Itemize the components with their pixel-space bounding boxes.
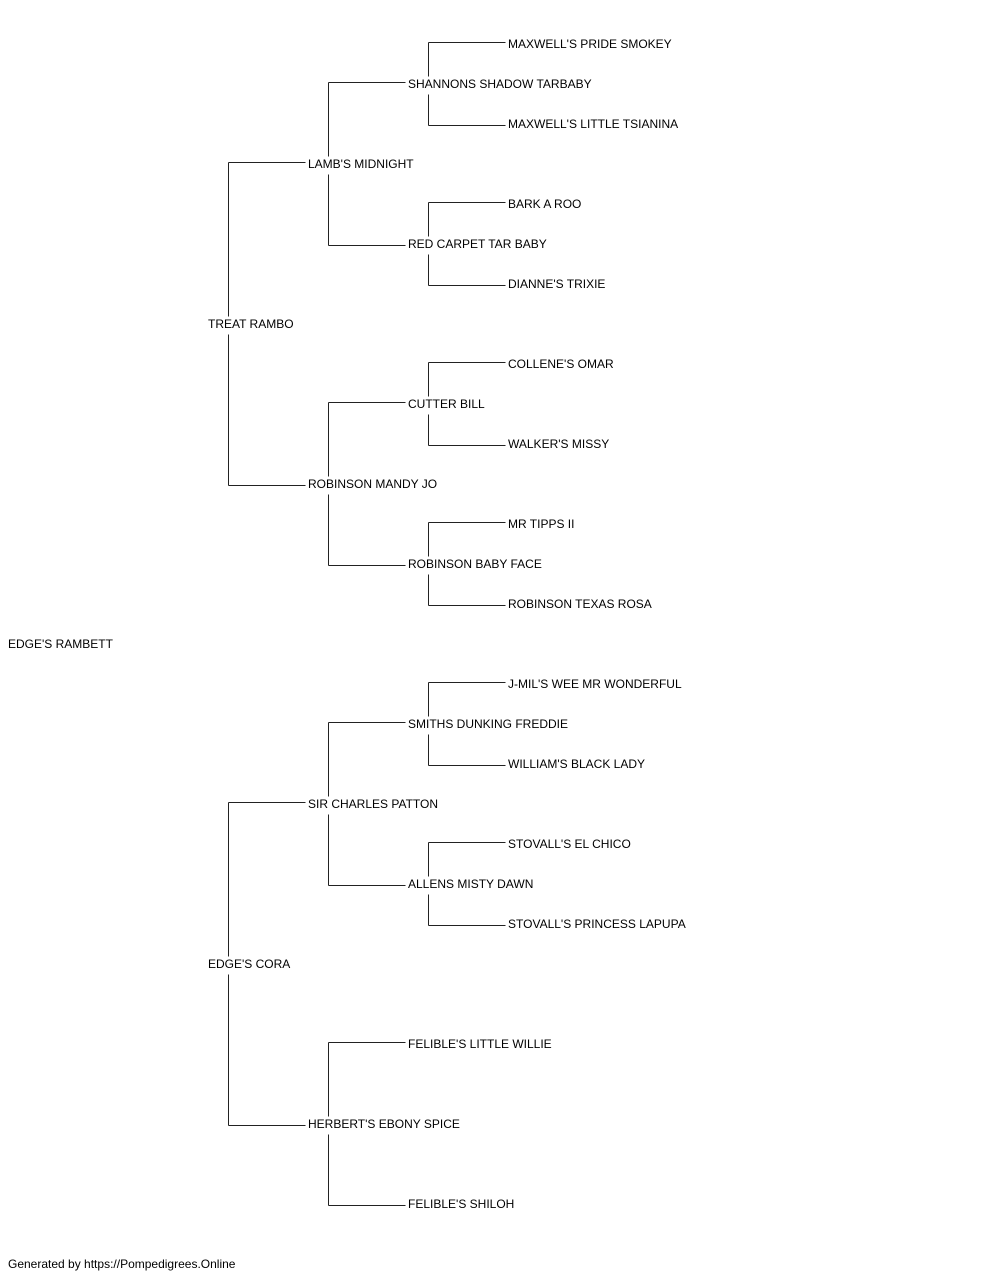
sire-dam-sire-name: CUTTER BILL <box>408 397 485 411</box>
gen4-name: ROBINSON TEXAS ROSA <box>508 597 652 611</box>
dam-dam-name: HERBERT'S EBONY SPICE <box>308 1117 460 1131</box>
sire-sire-name: LAMB'S MIDNIGHT <box>308 157 414 171</box>
gen4-name: DIANNE'S TRIXIE <box>508 277 605 291</box>
gen4-name: STOVALL'S PRINCESS LAPUPA <box>508 917 686 931</box>
sire-dam-dam-name: ROBINSON BABY FACE <box>408 557 542 571</box>
gen4-name: MR TIPPS II <box>508 517 574 531</box>
gen4-name: MAXWELL'S LITTLE TSIANINA <box>508 117 678 131</box>
dam-dam-sire-name: FELIBLE'S LITTLE WILLIE <box>408 1037 552 1051</box>
dam-sire-dam-name: ALLENS MISTY DAWN <box>408 877 533 891</box>
connector-lines <box>228 42 506 1206</box>
gen4-name: COLLENE'S OMAR <box>508 357 614 371</box>
gen4-name: MAXWELL'S PRIDE SMOKEY <box>508 37 672 51</box>
sire-dam-name: ROBINSON MANDY JO <box>308 477 437 491</box>
gen4-name: WALKER'S MISSY <box>508 437 609 451</box>
sire-name: TREAT RAMBO <box>208 317 294 331</box>
gen4-name: STOVALL'S EL CHICO <box>508 837 631 851</box>
gen4-name: BARK A ROO <box>508 197 581 211</box>
gen4-name: WILLIAM'S BLACK LADY <box>508 757 645 771</box>
sire-sire-sire-name: SHANNONS SHADOW TARBABY <box>408 77 592 91</box>
dam-name: EDGE'S CORA <box>208 957 290 971</box>
dam-dam-dam-name: FELIBLE'S SHILOH <box>408 1197 514 1211</box>
dam-sire-name: SIR CHARLES PATTON <box>308 797 438 811</box>
gen4-name: J-MIL'S WEE MR WONDERFUL <box>508 677 682 691</box>
subject-name: EDGE'S RAMBETT <box>8 637 114 651</box>
dam-sire-sire-name: SMITHS DUNKING FREDDIE <box>408 717 568 731</box>
generated-by-footer: Generated by https://Pompedigrees.Online <box>8 1257 236 1271</box>
sire-sire-dam-name: RED CARPET TAR BABY <box>408 237 547 251</box>
